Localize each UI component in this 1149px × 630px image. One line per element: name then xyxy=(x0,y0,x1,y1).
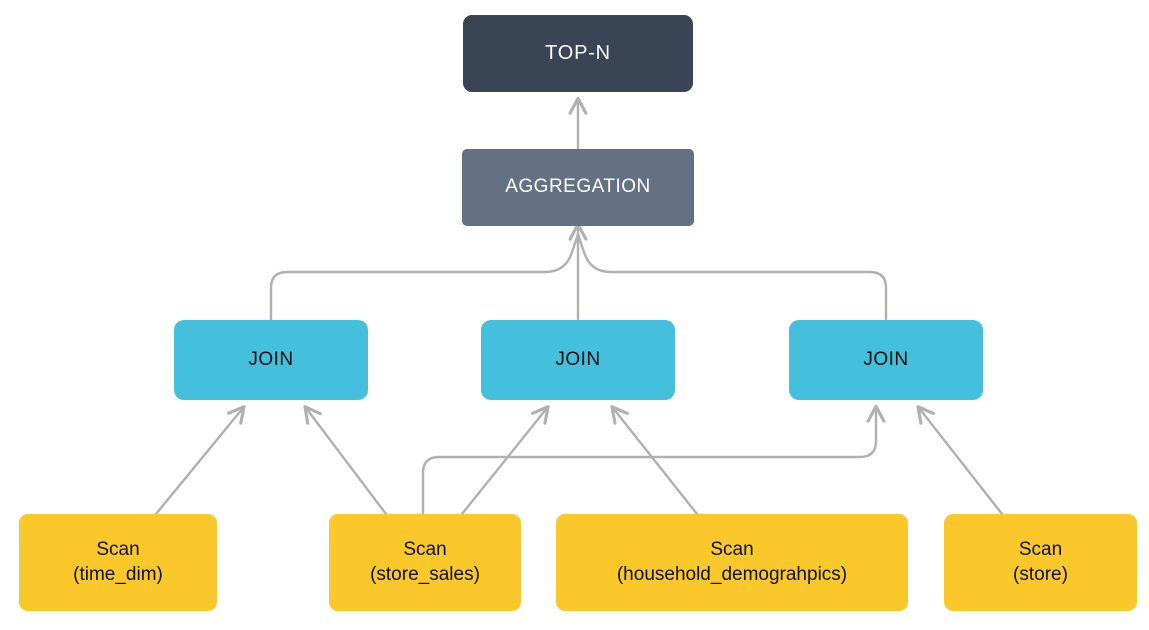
node-aggregation[interactable]: AGGREGATION xyxy=(462,149,694,226)
node-join-right[interactable]: JOIN xyxy=(789,320,983,400)
edge-household-demograhpics-to-join-mid xyxy=(610,405,699,516)
node-scan-store-sales-label: Scan (store_sales) xyxy=(370,539,480,585)
node-top-n-label: TOP-N xyxy=(545,41,611,64)
node-scan-store-sales[interactable]: Scan (store_sales) xyxy=(329,514,521,611)
node-join-left[interactable]: JOIN xyxy=(174,320,368,400)
edge-join-left-to-aggregation xyxy=(269,232,580,322)
node-scan-household-demograhpics[interactable]: Scan (household_demograhpics) xyxy=(556,514,908,611)
edge-store-sales-to-join-left xyxy=(303,405,388,516)
edge-store-sales-to-join-mid xyxy=(460,405,550,516)
node-scan-store[interactable]: Scan (store) xyxy=(944,514,1137,611)
edge-join-right-to-aggregation xyxy=(576,232,888,322)
edge-store-to-join-right xyxy=(916,405,1004,516)
node-scan-time-dim-label: Scan (time_dim) xyxy=(73,539,163,585)
node-scan-time-dim[interactable]: Scan (time_dim) xyxy=(19,514,217,611)
node-join-right-label: JOIN xyxy=(863,348,909,370)
node-scan-household-demograhpics-label: Scan (household_demograhpics) xyxy=(616,539,848,585)
node-join-mid-label: JOIN xyxy=(555,348,601,370)
edge-store-sales-to-join-right xyxy=(421,404,886,516)
node-aggregation-label: AGGREGATION xyxy=(505,176,651,198)
edge-time-dim-to-join-left xyxy=(154,405,246,516)
node-join-left-label: JOIN xyxy=(248,348,294,370)
node-scan-store-label: Scan (store) xyxy=(1013,539,1068,585)
node-top-n[interactable]: TOP-N xyxy=(463,15,693,92)
node-join-mid[interactable]: JOIN xyxy=(481,320,675,400)
